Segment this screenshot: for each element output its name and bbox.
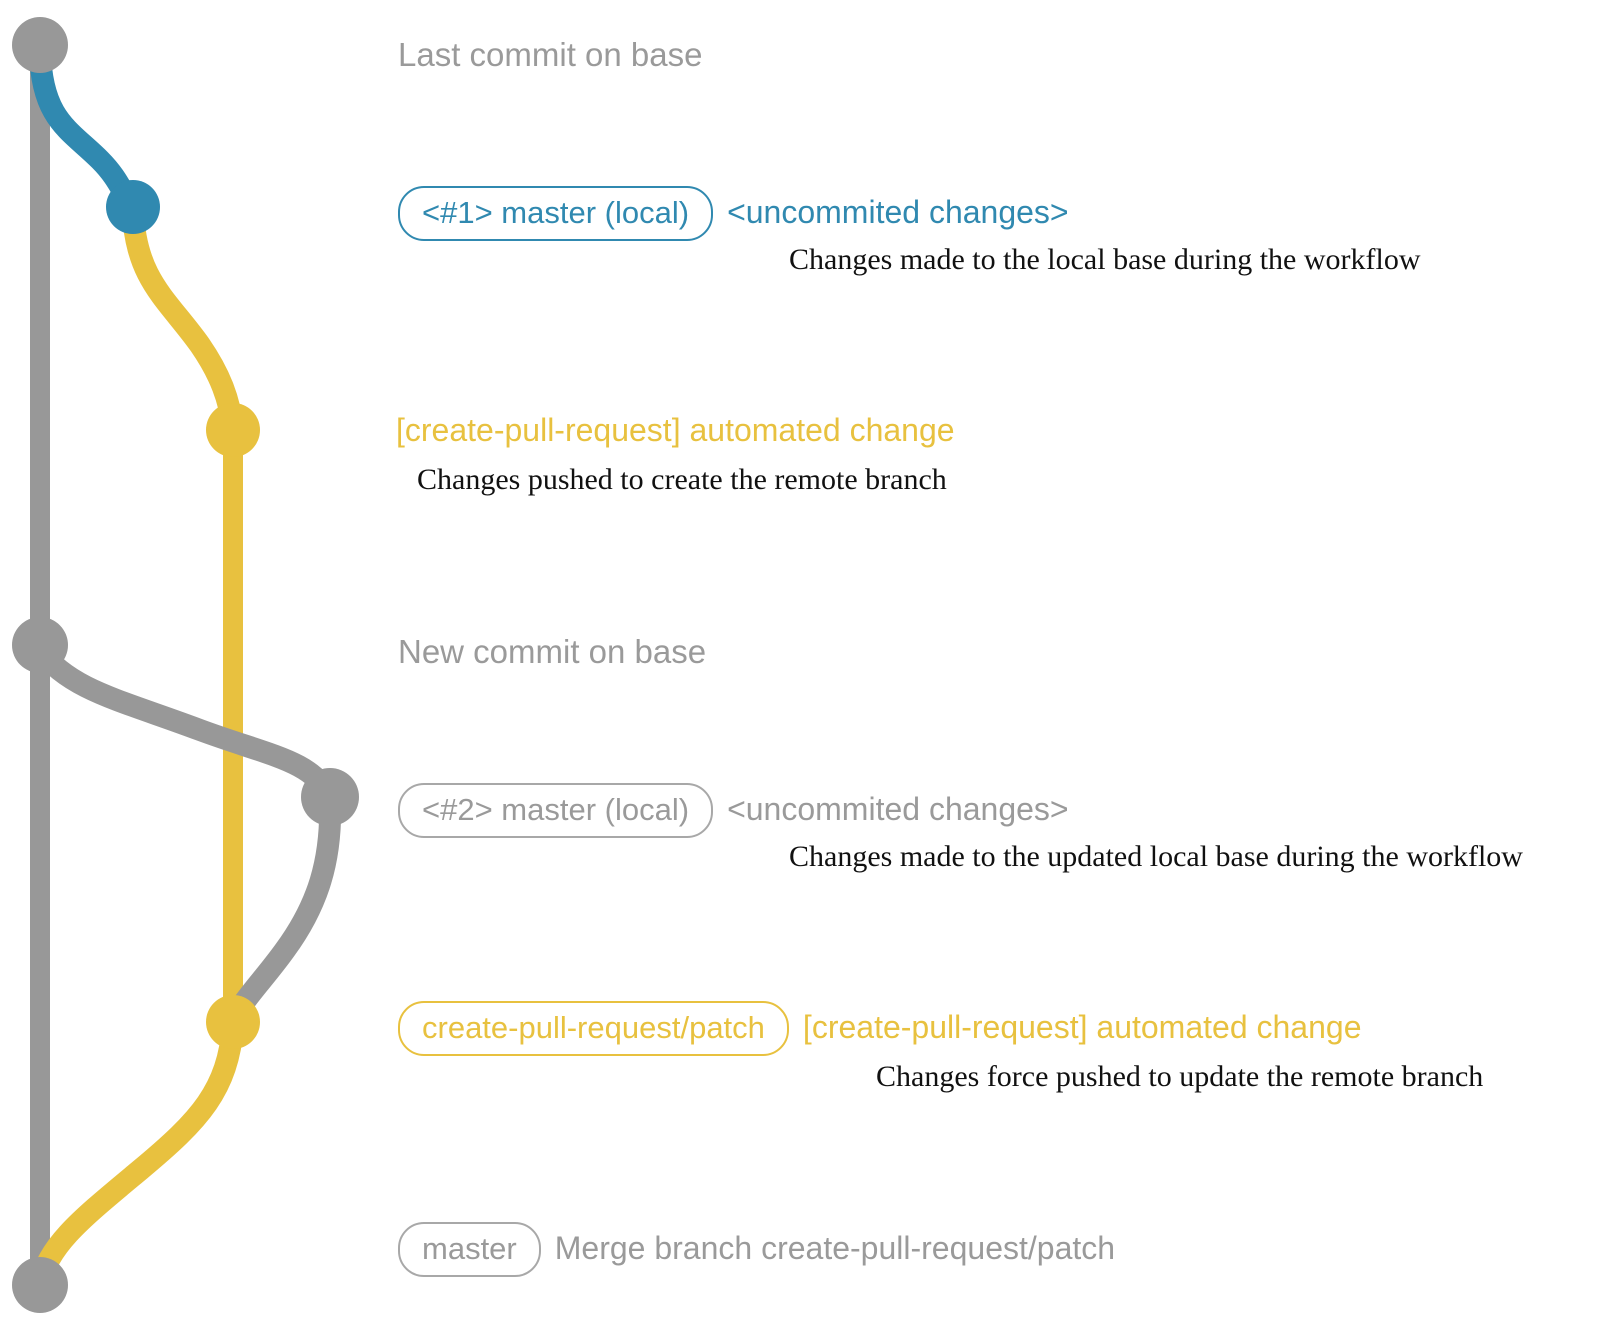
row-automated-change-2: create-pull-request/patch [create-pull-r…: [398, 1001, 1361, 1056]
heading-last-commit-on-base: Last commit on base: [398, 36, 703, 73]
commit-subject-merge: Merge branch create-pull-request/patch: [554, 1230, 1116, 1266]
row-automated-change-1: [create-pull-request] automated change: [396, 414, 955, 446]
commit-node-base-new[interactable]: [12, 617, 68, 673]
row-merge-commit: master Merge branch create-pull-request/…: [398, 1222, 1115, 1277]
branch-pill-master-local-2[interactable]: <#2> master (local): [398, 783, 714, 838]
commit-node-base-head[interactable]: [12, 17, 68, 73]
edge-patch2-to-merge: [29, 1014, 244, 1296]
edge-base-to-local1: [29, 41, 144, 218]
commit-node-patch-2[interactable]: [206, 995, 260, 1049]
row-master-local-2: <#2> master (local) <uncommited changes>: [398, 783, 1069, 838]
commit-node-patch-1[interactable]: [206, 403, 260, 457]
commit-subject-automated-change-2: [create-pull-request] automated change: [802, 1009, 1362, 1045]
commit-subject-master-local-2: <uncommited changes>: [727, 791, 1069, 827]
caption-master-local-1: Changes made to the local base during th…: [789, 243, 1421, 276]
branch-pill-master[interactable]: master: [398, 1222, 541, 1277]
branch-pill-master-local-1[interactable]: <#1> master (local): [398, 186, 714, 241]
commit-node-merge[interactable]: [12, 1257, 68, 1313]
caption-master-local-2: Changes made to the updated local base d…: [789, 840, 1523, 873]
caption-automated-change-2: Changes force pushed to update the remot…: [876, 1060, 1484, 1093]
commit-subject-master-local-1: <uncommited changes>: [727, 194, 1069, 230]
caption-automated-change-1: Changes pushed to create the remote bran…: [417, 463, 947, 496]
commit-subject-automated-change-1: [create-pull-request] automated change: [396, 412, 955, 448]
commit-node-local-2[interactable]: [301, 768, 359, 826]
edge-local2-to-patch2: [222, 789, 342, 1033]
row-master-local-1: <#1> master (local) <uncommited changes>: [398, 186, 1069, 241]
edge-local1-to-patch1: [122, 201, 244, 441]
commit-node-local-1[interactable]: [106, 180, 160, 234]
heading-new-commit-on-base: New commit on base: [398, 633, 707, 670]
edge-basenew-to-local2: [29, 639, 341, 808]
branch-pill-create-pull-request-patch[interactable]: create-pull-request/patch: [398, 1001, 789, 1056]
